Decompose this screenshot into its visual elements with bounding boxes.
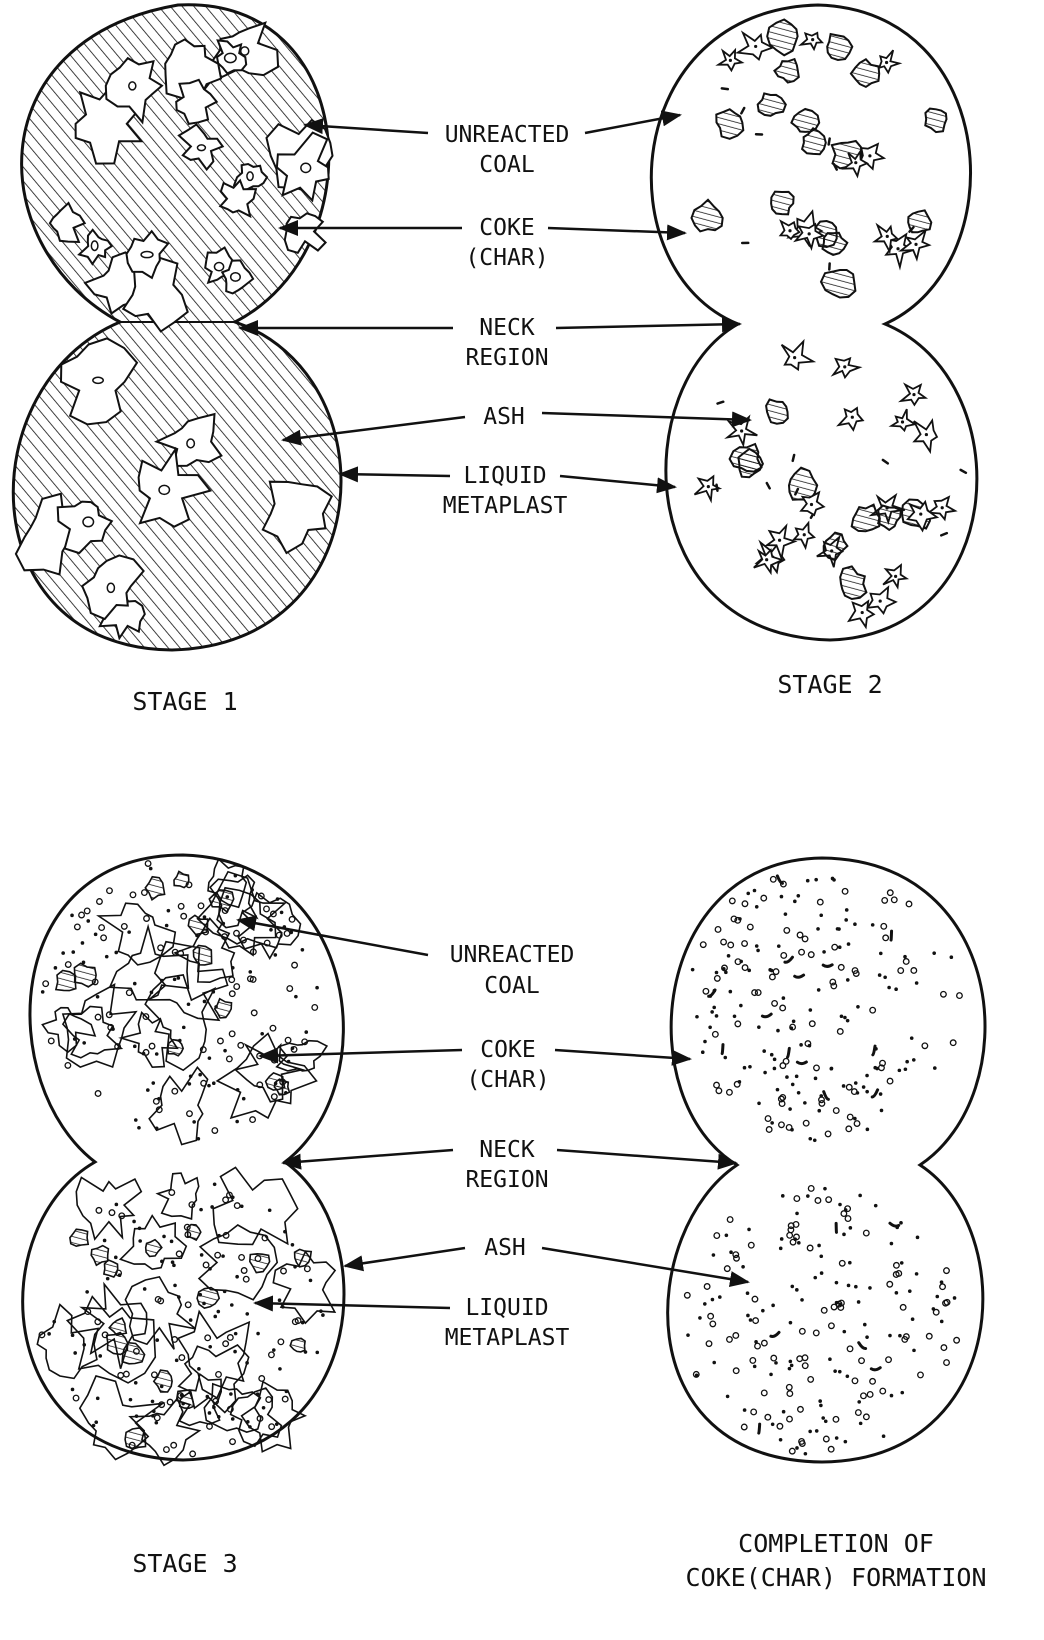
label-unreacted-s3-line1: UNREACTED	[450, 942, 575, 968]
ash-mark	[788, 1048, 790, 1057]
unreacted-coal-grain	[168, 1040, 183, 1056]
label-metaplast-line1: LIQUID	[463, 463, 546, 489]
ash-mark	[718, 402, 724, 404]
label-neck-line1: NECK	[479, 315, 535, 341]
ash-mark	[722, 1045, 723, 1054]
top-labels: UNREACTED COAL COKE (CHAR) NECK REGION A…	[443, 122, 570, 519]
ash-mark	[823, 965, 832, 967]
arrow-ash-s3	[345, 1248, 465, 1266]
ash-mark	[759, 1424, 760, 1433]
label-unreacted-line2: COAL	[479, 152, 534, 178]
arrow-neck-right	[556, 324, 740, 328]
label-metaplast-s3-line1: LIQUID	[465, 1295, 548, 1321]
caption-stage3: STAGE 3	[132, 1549, 237, 1578]
ash-mark	[797, 1062, 806, 1064]
caption-completion-line2: COKE(CHAR) FORMATION	[685, 1563, 986, 1592]
unreacted-coal-grain	[56, 971, 76, 991]
arrow-metaplast-left	[340, 474, 450, 476]
label-neck-s3-line2: REGION	[465, 1167, 548, 1193]
label-ash-s3: ASH	[484, 1235, 526, 1261]
label-neck-s3-line1: NECK	[479, 1137, 535, 1163]
label-coke-s3-line1: COKE	[480, 1037, 535, 1063]
unreacted-coal-grain	[766, 400, 788, 424]
ash-mark	[722, 88, 728, 89]
label-unreacted-s3-line2: COAL	[484, 973, 539, 999]
label-metaplast-line2: METAPLAST	[443, 493, 568, 519]
label-metaplast-s3-line2: METAPLAST	[445, 1325, 570, 1351]
label-neck-line2: REGION	[465, 345, 548, 371]
label-coke-line2: (CHAR)	[465, 245, 548, 271]
unreacted-coal-grain	[193, 946, 211, 965]
caption-completion-line1: COMPLETION OF	[738, 1529, 934, 1558]
arrow-metaplast-right	[560, 476, 675, 487]
stage2-particles	[651, 5, 977, 640]
label-unreacted-line1: UNREACTED	[445, 122, 570, 148]
ash-mark	[717, 485, 718, 491]
arrow-coke-completion	[555, 1050, 690, 1059]
caption-stage1: STAGE 1	[132, 687, 237, 716]
caption-stage2: STAGE 2	[777, 670, 882, 699]
arrow-neck-s3	[283, 1150, 453, 1163]
completion-particles	[668, 858, 985, 1462]
stage3-particles	[23, 855, 344, 1465]
label-coke-line1: COKE	[479, 215, 534, 241]
ash-mark	[829, 139, 830, 145]
bottom-labels: UNREACTED COAL COKE (CHAR) NECK REGION A…	[445, 942, 575, 1351]
label-ash: ASH	[483, 404, 525, 430]
label-coke-s3-line2: (CHAR)	[466, 1067, 549, 1093]
ash-mark	[793, 455, 794, 461]
arrow-neck-completion	[557, 1150, 736, 1163]
